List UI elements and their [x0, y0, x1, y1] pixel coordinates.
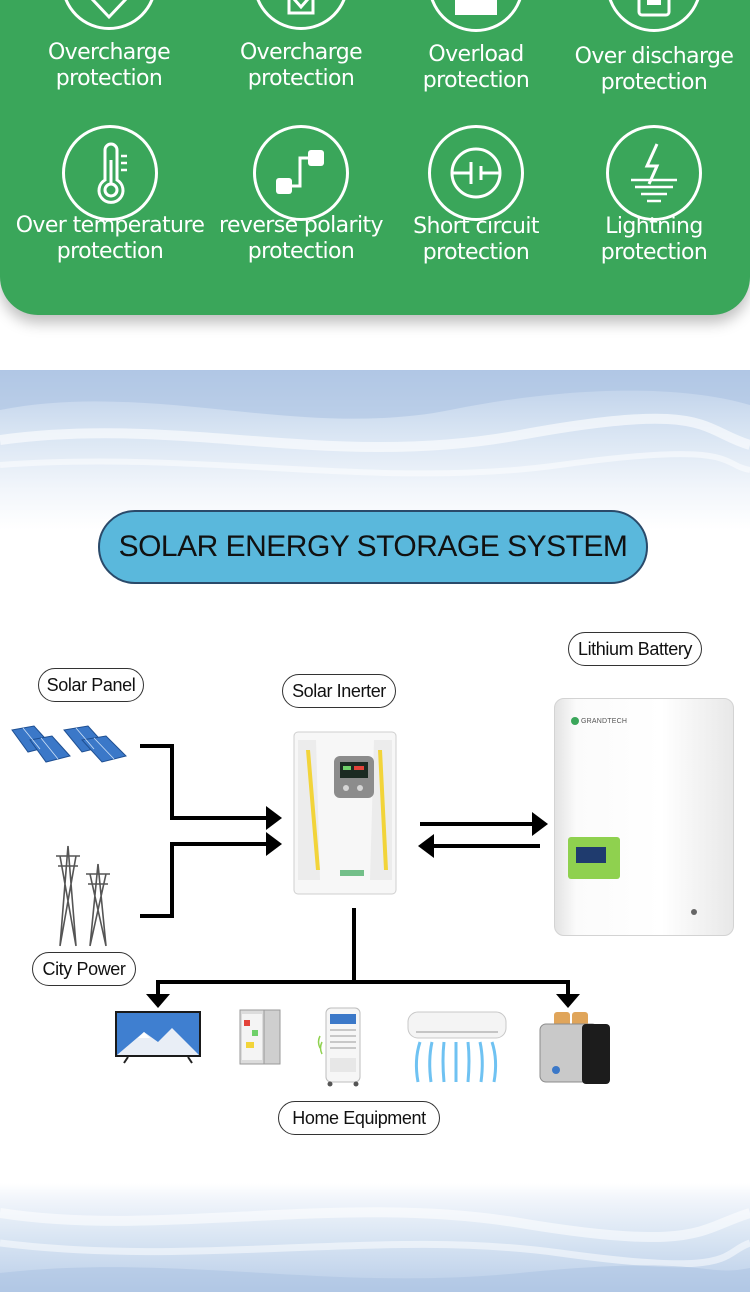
feature-label-line1: Over temperature [15, 213, 205, 238]
feature-label-line2: protection [600, 240, 708, 265]
feature-label-line2: protection [247, 66, 355, 91]
feature-label-line1: Short circuit [413, 214, 539, 239]
sky-background-top [0, 370, 750, 530]
feature-label-line1: Lightning [605, 214, 703, 239]
battery-brand: GRANDTECH [581, 718, 628, 725]
short-circuit-icon [428, 125, 524, 221]
air-conditioner-icon [407, 1011, 507, 1083]
feature-label-line2: protection [600, 70, 708, 95]
solar-panel-icon [11, 725, 127, 763]
reverse-polarity-icon [253, 125, 349, 221]
tv-icon [115, 1011, 201, 1064]
sky-background-bottom [0, 1183, 750, 1292]
home-equipment-label: Home Equipment [278, 1101, 440, 1135]
refrigerator-icon [239, 1009, 281, 1065]
city-power-label: City Power [32, 952, 136, 986]
lithium-battery-label: Lithium Battery [568, 632, 702, 666]
feature-label-line1: Overload [428, 42, 524, 67]
feature-label-line2: protection [422, 68, 530, 93]
toaster-icon [539, 1012, 610, 1084]
battery-lcd [576, 847, 606, 863]
feature-label-line2: protection [422, 240, 530, 265]
thermometer-icon [62, 125, 158, 221]
feature-label-line1: Overcharge [239, 40, 363, 65]
lightning-icon [606, 125, 702, 221]
air-cooler-icon [317, 1007, 361, 1087]
solar-inverter-icon [293, 731, 397, 895]
lithium-battery-unit: GRANDTECH [554, 698, 734, 936]
feature-label-line1: Overcharge [47, 40, 171, 65]
solar-panel-label: Solar Panel [38, 668, 144, 702]
battery-logo-icon [571, 717, 579, 725]
solar-inverter-label: Solar Inerter [282, 674, 396, 708]
feature-label-line2: protection [55, 66, 163, 91]
feature-label-line2: protection [56, 239, 164, 264]
power-tower-icon [56, 845, 110, 947]
feature-label-line1: reverse polarity [219, 213, 384, 238]
battery-power-button [691, 909, 697, 915]
feature-label-line1: Over discharge [574, 44, 734, 69]
battery-display-screen [568, 837, 620, 879]
feature-label-line2: protection [247, 239, 355, 264]
diagram-title: SOLAR ENERGY STORAGE SYSTEM [98, 510, 648, 584]
